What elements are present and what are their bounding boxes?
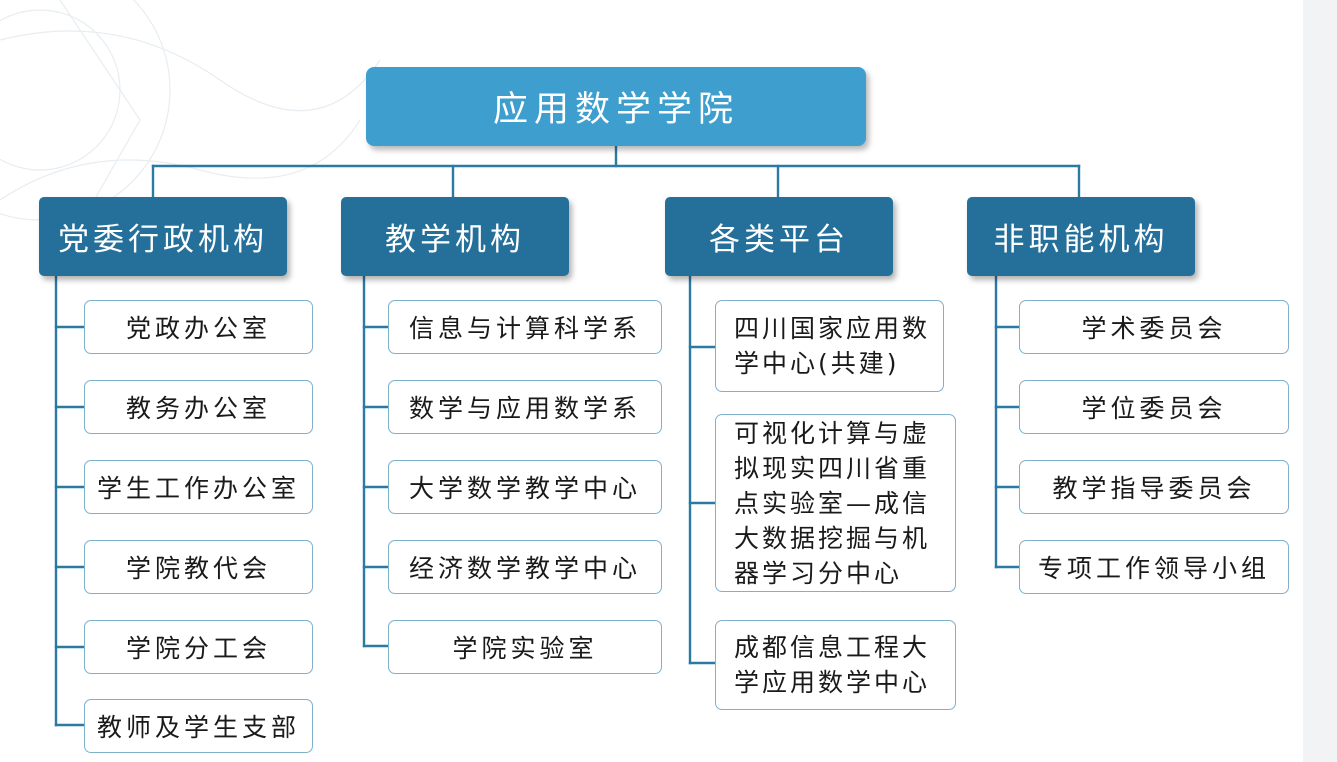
header-label: 党委行政机构 — [58, 222, 268, 258]
root-label: 应用数学学院 — [492, 90, 739, 130]
leaf-label: 学术委员会 — [1081, 314, 1227, 343]
leaf-label: 专项工作领导小组 — [1037, 554, 1270, 583]
leaf-line: 成都信息工程大 — [734, 633, 931, 662]
header-label: 非职能机构 — [993, 222, 1169, 258]
leaf-node: 经济数学教学中心 — [388, 540, 662, 594]
leaf-label: 教务办公室 — [125, 394, 271, 423]
leaf-label: 大学数学教学中心 — [408, 474, 641, 503]
root-node: 应用数学学院 — [366, 67, 866, 146]
leaf-label: 信息与计算科学系 — [408, 314, 641, 343]
header-platforms: 各类平台 — [665, 197, 893, 276]
leaf-label: 数学与应用数学系 — [408, 394, 641, 423]
header-teaching: 教学机构 — [341, 197, 569, 276]
leaf-text-block: 可视化计算与虚 拟现实四川省重 点实验室—成信 大数据挖掘与机 器学习分中心 — [734, 416, 930, 591]
leaf-node: 教学指导委员会 — [1019, 460, 1289, 514]
leaf-line: 点实验室—成信 — [734, 488, 931, 518]
leaf-node: 专项工作领导小组 — [1019, 540, 1289, 594]
leaf-node: 学院实验室 — [388, 620, 662, 674]
leaf-line: 拟现实四川省重 — [734, 453, 931, 483]
leaf-text-block: 成都信息工程大 学应用数学中心 — [734, 630, 930, 700]
leaf-label: 学院教代会 — [125, 554, 271, 583]
leaf-line: 学应用数学中心 — [734, 668, 931, 697]
leaf-line: 四川国家应用数 — [734, 314, 931, 343]
leaf-label: 学院实验室 — [452, 634, 598, 663]
leaf-line: 器学习分中心 — [734, 558, 903, 588]
leaf-text-block: 四川国家应用数 学中心(共建) — [734, 311, 930, 381]
leaf-node: 成都信息工程大 学应用数学中心 — [715, 620, 956, 710]
leaf-label: 学位委员会 — [1081, 394, 1227, 423]
leaf-line: 可视化计算与虚 — [734, 418, 931, 448]
leaf-line: 学中心(共建) — [734, 349, 900, 378]
leaf-label: 教师及学生支部 — [96, 713, 300, 742]
leaf-node: 学院分工会 — [84, 620, 313, 674]
leaf-node: 学院教代会 — [84, 540, 313, 594]
leaf-label: 教学指导委员会 — [1052, 474, 1256, 503]
leaf-node: 大学数学教学中心 — [388, 460, 662, 514]
leaf-label: 经济数学教学中心 — [408, 554, 641, 583]
leaf-line: 大数据挖掘与机 — [734, 523, 931, 553]
header-party-admin: 党委行政机构 — [39, 197, 287, 276]
leaf-node: 学术委员会 — [1019, 300, 1289, 354]
leaf-node: 党政办公室 — [84, 300, 313, 354]
leaf-node: 教师及学生支部 — [84, 699, 313, 753]
leaf-label: 学生工作办公室 — [96, 474, 300, 503]
header-label: 各类平台 — [709, 222, 849, 258]
right-margin-strip — [1303, 0, 1337, 762]
header-non-functional: 非职能机构 — [967, 197, 1195, 276]
leaf-node: 四川国家应用数 学中心(共建) — [715, 300, 944, 392]
leaf-node: 学生工作办公室 — [84, 460, 313, 514]
leaf-node: 可视化计算与虚 拟现实四川省重 点实验室—成信 大数据挖掘与机 器学习分中心 — [715, 414, 956, 592]
leaf-label: 党政办公室 — [125, 314, 271, 343]
leaf-node: 信息与计算科学系 — [388, 300, 662, 354]
leaf-node: 教务办公室 — [84, 380, 313, 434]
header-label: 教学机构 — [385, 222, 525, 258]
leaf-node: 学位委员会 — [1019, 380, 1289, 434]
leaf-node: 数学与应用数学系 — [388, 380, 662, 434]
leaf-label: 学院分工会 — [125, 634, 271, 663]
